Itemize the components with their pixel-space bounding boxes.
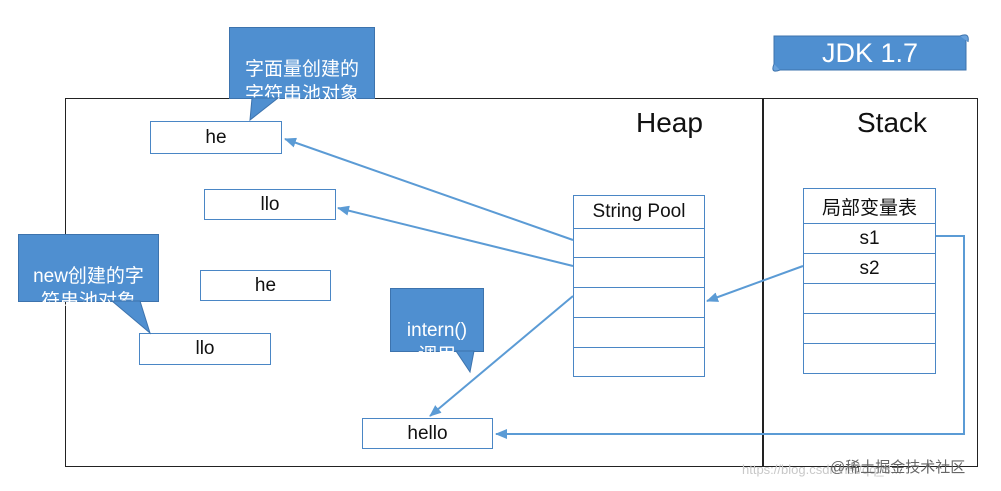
llo-literal-box: llo: [204, 189, 336, 220]
string-pool-row: [574, 257, 704, 287]
arrow-s1-to-hello: [495, 235, 965, 439]
local-variable-row: [804, 283, 935, 313]
arrow-pool-to-hello: [429, 295, 574, 417]
stack-region: [762, 98, 978, 467]
arrow-pool-to-he: [284, 137, 574, 241]
literal-pool-callout: 字面量创建的 字符串池对象: [229, 27, 375, 105]
intern-callout-tail: [455, 350, 475, 374]
watermark-site: @稀土掘金技术社区: [830, 459, 966, 476]
literal-callout-tail: [249, 97, 280, 122]
local-variable-table: 局部变量表 s1 s2: [803, 188, 936, 374]
local-variable-row: [804, 313, 935, 343]
new-object-callout: new创建的字 符串池对象: [18, 234, 159, 312]
watermark-url: https://blog.csdn.net/qq_3...: [742, 462, 902, 477]
string-pool-row: [574, 287, 704, 317]
he-literal-box: he: [150, 121, 282, 154]
arrow-s2-to-pool: [706, 265, 804, 302]
heap-title: Heap: [636, 107, 703, 138]
he-new-box: he: [200, 270, 331, 301]
jdk-version-banner: JDK 1.7: [770, 30, 970, 76]
hello-box: hello: [362, 418, 493, 449]
llo-new-box: llo: [139, 333, 271, 365]
intern-call-callout-text: intern() 调用: [406, 320, 468, 366]
jdk-version-label: JDK 1.7: [821, 38, 919, 68]
local-variable-header: 局部变量表: [821, 197, 917, 219]
string-pool-header: String Pool: [592, 201, 686, 222]
local-variable-row-s2: s2: [804, 253, 935, 283]
new-object-callout-tail: [110, 300, 151, 335]
arrow-pool-to-llo: [337, 205, 574, 267]
banner-scroll-shape: [772, 34, 969, 72]
local-variable-row: [804, 343, 935, 373]
local-variable-row-s1: s1: [804, 223, 935, 253]
new-object-callout-text: new创建的字 符串池对象: [33, 266, 144, 312]
string-pool-row: [574, 347, 704, 376]
intern-call-callout: intern() 调用: [390, 288, 484, 366]
string-pool-table: String Pool: [573, 195, 705, 377]
string-pool-row: [574, 317, 704, 347]
stack-title: Stack: [857, 107, 928, 138]
string-pool-row: [574, 228, 704, 258]
